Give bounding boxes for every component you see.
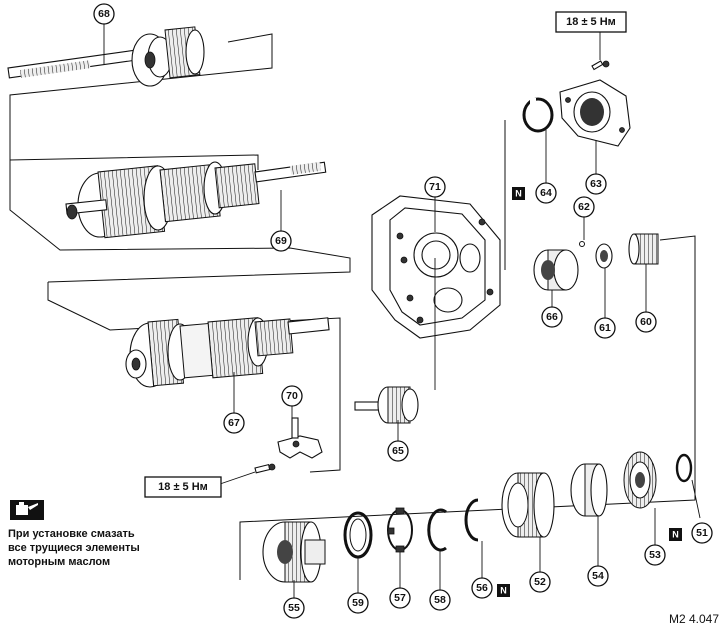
callout-63: 63: [585, 173, 607, 195]
callout-62: 62: [573, 196, 595, 218]
svg-text:52: 52: [534, 576, 546, 588]
callout-55: 55: [283, 597, 305, 619]
callout-59: 59: [347, 592, 369, 614]
svg-text:60: 60: [640, 316, 652, 328]
gear-65: [354, 386, 419, 424]
needle-bearing-60: [628, 233, 659, 265]
input-shaft-68: [7, 26, 205, 87]
leader-lines: [103, 24, 701, 598]
pin-62: [579, 241, 585, 247]
n-badge-64-text: N: [515, 189, 522, 199]
callout-65: 65: [387, 440, 409, 462]
bearing-66: [533, 249, 579, 291]
callout-67: 67: [223, 412, 245, 434]
n-badge-51-text: N: [672, 530, 679, 540]
svg-text:71: 71: [429, 181, 441, 193]
lubrication-note-line-2: все трущиеся элементы: [8, 542, 140, 554]
svg-text:68: 68: [98, 8, 110, 20]
svg-text:62: 62: [578, 201, 590, 213]
synchro-sleeve-52: [501, 472, 555, 538]
svg-text:57: 57: [394, 592, 406, 604]
callout-57: 57: [389, 587, 411, 609]
snap-ring-58: [427, 508, 447, 552]
callout-61: 61: [594, 317, 616, 339]
callout-56: 56: [471, 577, 493, 599]
oil-can-icon: [10, 500, 44, 520]
callout-66: 66: [541, 306, 563, 328]
countershaft-67: [125, 317, 330, 388]
snap-ring-56: [464, 498, 479, 542]
lubrication-note: При установке смазать все трущиеся элеме…: [8, 527, 158, 569]
svg-text:54: 54: [592, 570, 604, 582]
n-badge-51: N: [669, 528, 682, 541]
washer-61: [595, 243, 613, 269]
gear-53: [623, 451, 657, 509]
gear-55: [262, 521, 326, 583]
snap-ring-64: [522, 97, 554, 133]
svg-text:70: 70: [286, 390, 298, 402]
svg-text:69: 69: [275, 235, 287, 247]
callout-52: 52: [529, 571, 551, 593]
housing-plate-71: [371, 195, 501, 339]
synchro-spring-57: [387, 507, 413, 553]
synchro-ring-54: [570, 463, 608, 517]
svg-text:67: 67: [228, 417, 240, 429]
svg-text:65: 65: [392, 445, 404, 457]
callout-70: 70: [281, 385, 303, 407]
n-badge-64: N: [512, 187, 525, 200]
svg-text:51: 51: [696, 527, 708, 539]
bolt-left: [254, 463, 276, 474]
torque-spec-left: 18 ± 5 Нм: [144, 476, 222, 498]
callout-64: 64: [535, 182, 557, 204]
svg-text:56: 56: [476, 582, 488, 594]
n-badge-56-text: N: [500, 586, 507, 596]
callout-54: 54: [587, 565, 609, 587]
lubrication-note-line-1: При установке смазать: [8, 528, 135, 540]
callout-51: 51: [691, 522, 713, 544]
lubrication-note-line-3: моторным маслом: [8, 556, 111, 568]
svg-text:53: 53: [649, 549, 661, 561]
mainshaft-69: [65, 161, 327, 239]
shift-bracket-70: [277, 417, 323, 459]
svg-text:61: 61: [599, 322, 611, 334]
svg-text:58: 58: [434, 594, 446, 606]
callout-53: 53: [644, 544, 666, 566]
svg-text:59: 59: [352, 597, 364, 609]
bolt-top: [591, 60, 610, 71]
torque-spec-top-text: 18 ± 5 Нм: [566, 16, 616, 28]
callout-68: 68: [93, 3, 115, 25]
callout-60: 60: [635, 311, 657, 333]
retainer-plate-63: [559, 79, 631, 147]
svg-text:55: 55: [288, 602, 300, 614]
callout-69: 69: [270, 230, 292, 252]
callout-58: 58: [429, 589, 451, 611]
torque-spec-top: 18 ± 5 Нм: [555, 11, 627, 33]
synchro-ring-59: [343, 511, 373, 559]
figure-code: M2 4.047: [668, 612, 719, 626]
n-badge-56: N: [497, 584, 510, 597]
snap-ring-51: [675, 453, 693, 483]
svg-text:63: 63: [590, 178, 602, 190]
svg-text:66: 66: [546, 311, 558, 323]
torque-spec-left-text: 18 ± 5 Нм: [158, 481, 208, 493]
callout-71: 71: [424, 176, 446, 198]
svg-text:64: 64: [540, 187, 552, 199]
